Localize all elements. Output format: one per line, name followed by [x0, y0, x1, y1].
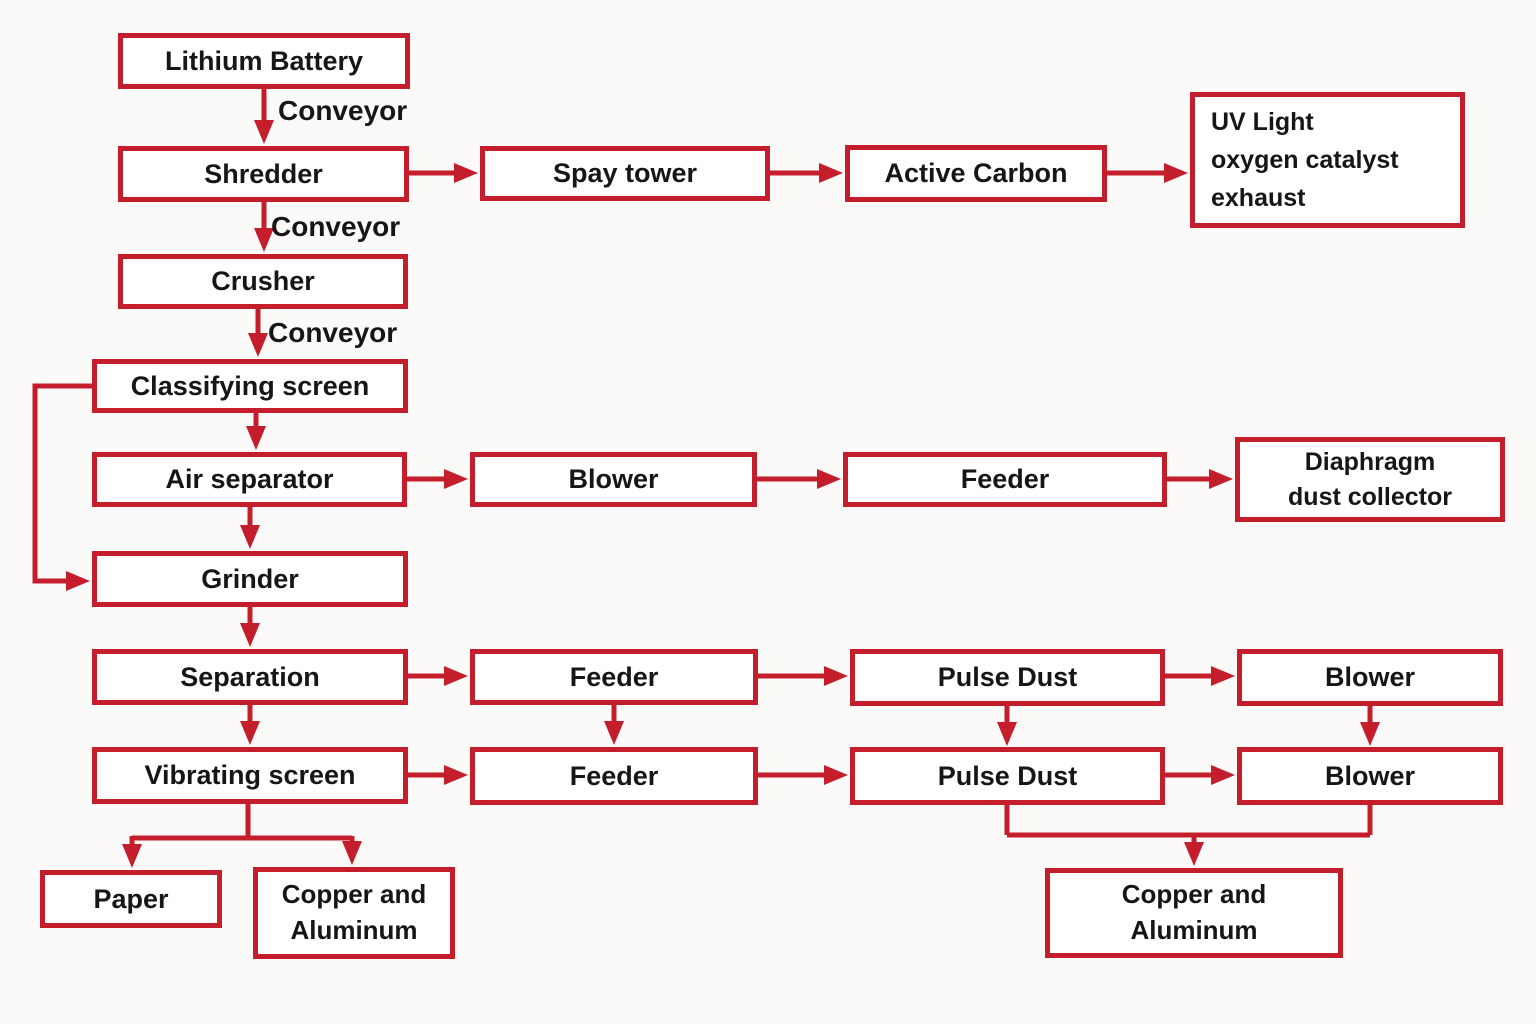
node-blower-bottom: Blower — [1237, 747, 1503, 805]
node-label: Grinder — [201, 563, 299, 594]
edge-label-conveyor-1: Conveyor — [278, 95, 408, 126]
node-air-separator: Air separator — [92, 452, 407, 507]
edge-label-conveyor-3: Conveyor — [268, 317, 398, 348]
node-spay-tower: Spay tower — [480, 146, 770, 201]
edge-classifyingscreen-grinder-bypass — [32, 383, 92, 591]
node-label: Blower — [568, 464, 659, 495]
node-lithium-battery: Lithium Battery — [118, 33, 410, 89]
node-feeder-mid: Feeder — [470, 649, 758, 705]
node-pulse-dust-bottom: Pulse Dust — [850, 747, 1165, 805]
node-label: Diaphragm dust collector — [1288, 448, 1452, 511]
node-label: Shredder — [204, 158, 323, 189]
node-feeder-top: Feeder — [843, 452, 1167, 507]
node-label: Air separator — [165, 464, 334, 495]
node-label: Feeder — [569, 760, 659, 791]
node-label: Blower — [1324, 662, 1416, 693]
node-label: Feeder — [960, 464, 1050, 495]
node-grinder: Grinder — [92, 551, 408, 607]
node-label: Pulse Dust — [937, 662, 1078, 693]
node-vibrating-screen: Vibrating screen — [92, 747, 408, 804]
node-shredder: Shredder — [118, 146, 409, 202]
node-diaphragm-dust-collector: Diaphragm dust collector — [1235, 437, 1505, 522]
node-label: Vibrating screen — [144, 760, 356, 791]
node-label: Separation — [180, 661, 320, 692]
node-copper-aluminum-left: Copper and Aluminum — [253, 867, 455, 959]
node-label: Spay tower — [552, 158, 698, 189]
edge-label-conveyor-2: Conveyor — [271, 211, 401, 242]
node-label: Lithium Battery — [164, 45, 364, 76]
node-paper: Paper — [40, 870, 222, 928]
node-label: Classifying screen — [130, 370, 370, 401]
node-crusher: Crusher — [118, 254, 408, 309]
node-blower-mid: Blower — [1237, 649, 1503, 706]
node-separation: Separation — [92, 649, 408, 705]
node-pulse-dust-mid: Pulse Dust — [850, 649, 1165, 706]
node-label: Paper — [93, 883, 169, 914]
node-uv-light-oxygen-catalyst-exhaust: UV Light oxygen catalyst exhaust — [1190, 92, 1465, 228]
node-label: Copper and Aluminum — [281, 879, 427, 945]
node-label: Copper and Aluminum — [1121, 879, 1267, 945]
node-blower-top: Blower — [470, 452, 757, 507]
node-label: Blower — [1324, 760, 1416, 791]
node-copper-aluminum-right: Copper and Aluminum — [1045, 868, 1343, 958]
node-label: Crusher — [211, 266, 315, 297]
node-label: Feeder — [569, 661, 659, 692]
node-label: UV Light oxygen catalyst exhaust — [1211, 108, 1399, 212]
node-label: Pulse Dust — [937, 760, 1078, 791]
node-active-carbon: Active Carbon — [845, 145, 1107, 202]
node-classifying-screen: Classifying screen — [92, 359, 408, 413]
node-feeder-bottom: Feeder — [470, 747, 758, 805]
node-label: Active Carbon — [884, 158, 1068, 189]
